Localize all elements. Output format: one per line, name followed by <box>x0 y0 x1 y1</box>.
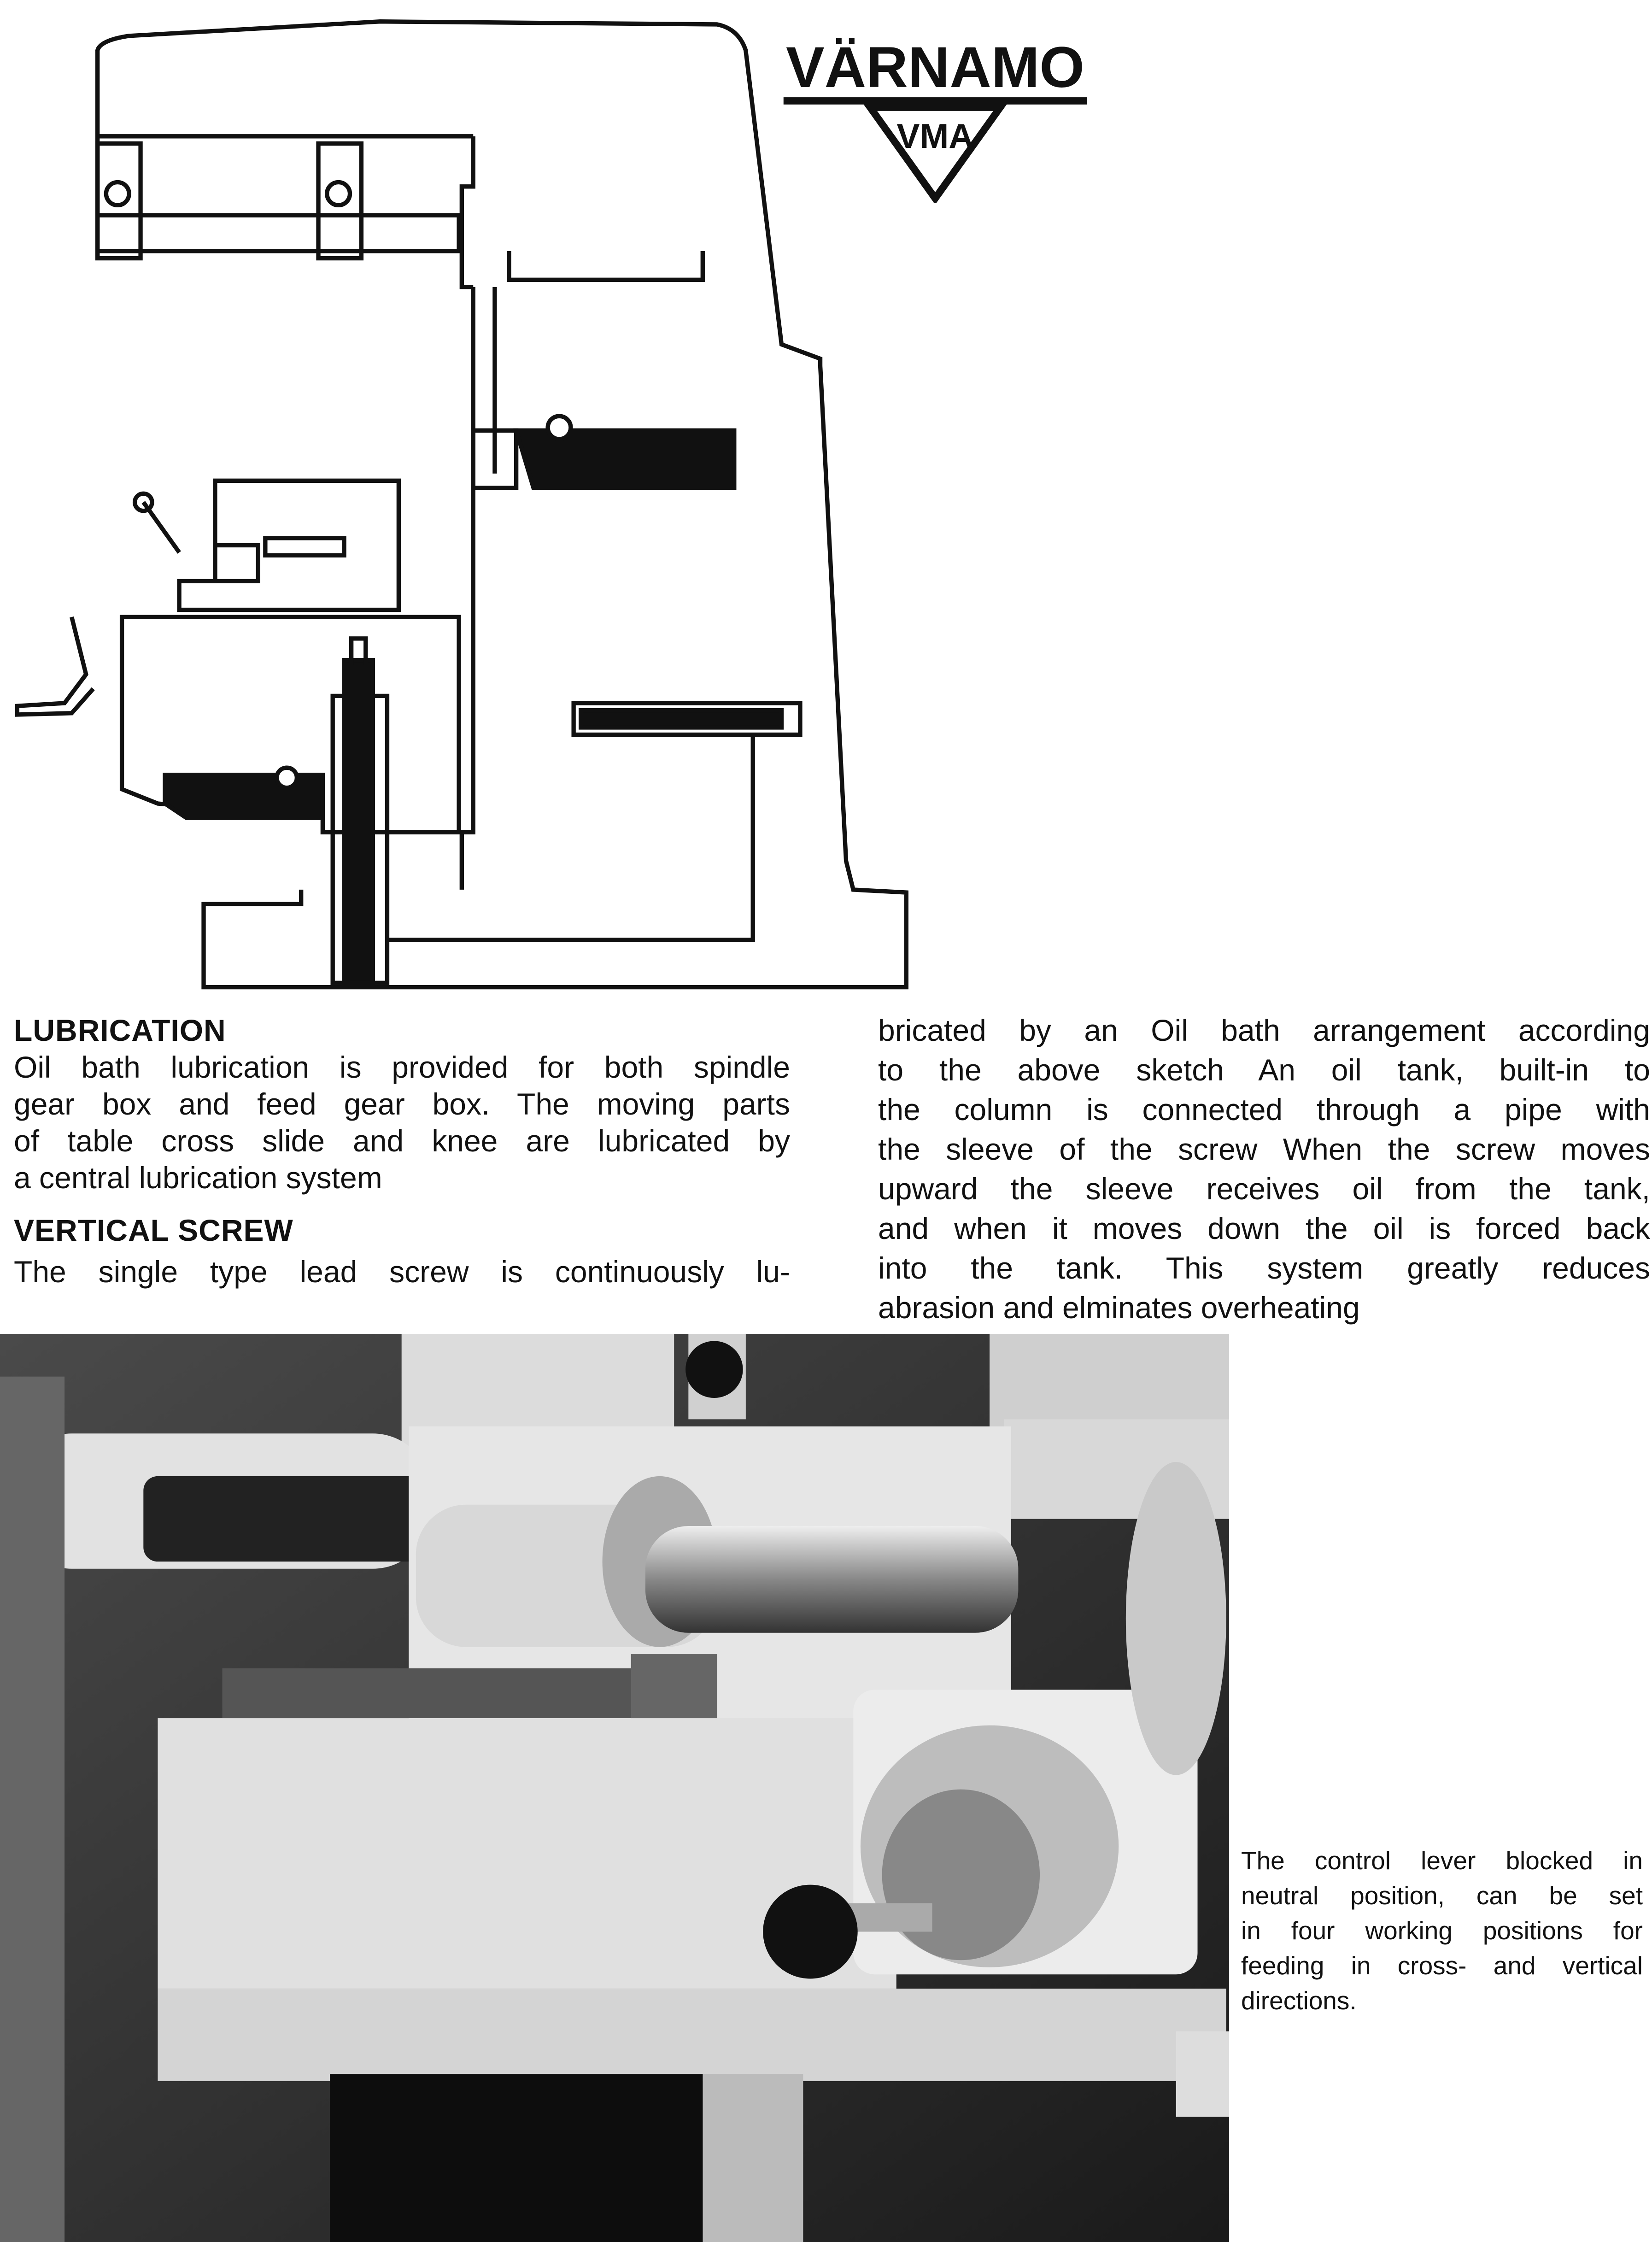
vertical-screw <box>330 636 390 985</box>
vertical-screw-line: The single type lead screw is continuous… <box>14 1255 790 1289</box>
table-cross-slide <box>132 478 401 612</box>
vertical-screw-line: into the tank. This system greatly reduc… <box>878 1251 1650 1285</box>
caption-line: neutral position, can be set <box>1241 1881 1643 1910</box>
caption-line: directions. <box>1241 1986 1357 2015</box>
vertical-screw-heading: VERTICAL SCREW <box>14 1213 293 1247</box>
right-text-column: bricated by an Oil bath arrangement acco… <box>878 1012 1650 1326</box>
knee <box>15 615 461 834</box>
caption-line: in four working positions for <box>1241 1916 1643 1945</box>
lubrication-line: gear box and feed gear box. The moving p… <box>14 1087 790 1121</box>
caption-line: feeding in cross- and vertical <box>1241 1951 1643 1980</box>
left-text-column: LUBRICATION Oil bath lubrication is prov… <box>14 1012 790 1290</box>
lubrication-line: Oil bath lubrication is provided for bot… <box>14 1050 790 1084</box>
lubrication-heading: LUBRICATION <box>14 1013 226 1047</box>
spindle-gearbox <box>471 414 737 490</box>
vertical-screw-line: upward the sleeve receives oil from the … <box>878 1172 1650 1206</box>
vertical-screw-line: the sleeve of the screw When the screw m… <box>878 1132 1650 1166</box>
varnamo-logo: VÄRNAMO VMA <box>783 35 1087 203</box>
vertical-screw-line: bricated by an Oil bath arrangement acco… <box>878 1013 1650 1047</box>
vertical-screw-line: the column is connected through a pipe w… <box>878 1092 1650 1127</box>
logo-mark-text: VMA <box>896 117 973 155</box>
vertical-screw-line: and when it moves down the oil is forced… <box>878 1211 1650 1245</box>
vertical-screw-line: to the above sketch An oil tank, built-i… <box>878 1053 1650 1087</box>
vertical-screw-line: abrasion and elminates overheating <box>878 1291 1360 1325</box>
lubrication-line: of table cross slide and knee are lubric… <box>14 1124 790 1158</box>
logo-brand-text: VÄRNAMO <box>786 35 1084 100</box>
overarm <box>95 19 823 366</box>
oil-tank-pipe <box>387 701 803 942</box>
column <box>201 251 908 990</box>
photo-caption: The control lever blocked in neutral pos… <box>1241 1843 1643 2018</box>
caption-line: The control lever blocked in <box>1241 1846 1643 1875</box>
lubrication-diagram <box>15 19 908 990</box>
lubrication-line: a central lubrication system <box>14 1161 382 1195</box>
machine-photo <box>0 1334 1229 2242</box>
